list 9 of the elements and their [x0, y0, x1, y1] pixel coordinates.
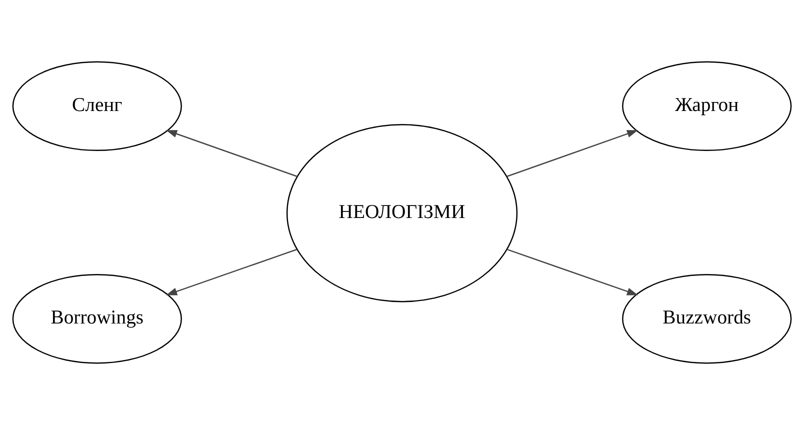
node-ellipse: Buzzwords [622, 274, 792, 364]
arrow [506, 130, 638, 178]
node-ellipse: Сленг [12, 61, 182, 152]
node-ellipse: НЕОЛОГІЗМИ [286, 124, 518, 302]
arrow [506, 248, 638, 296]
node-ellipse: Borrowings [12, 274, 182, 364]
arrow [166, 248, 297, 296]
arrow [166, 130, 298, 178]
node-ellipse: Жаргон [622, 61, 792, 152]
